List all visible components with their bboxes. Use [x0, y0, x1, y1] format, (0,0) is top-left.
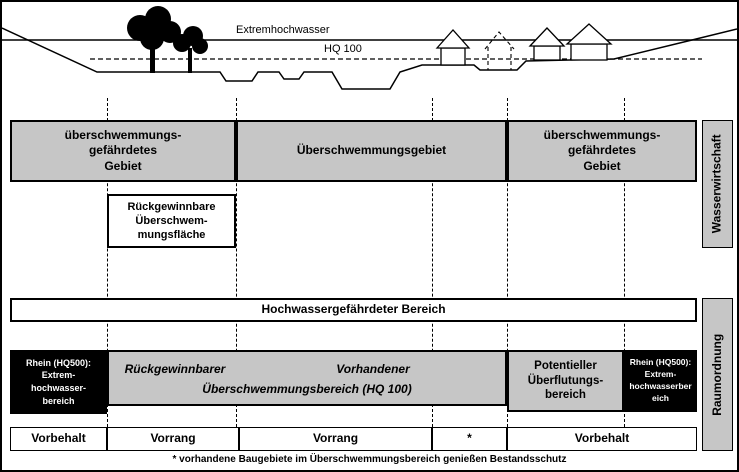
reclaimable-flood-area-box: Rückgewinnbare Überschwem- mungsfläche: [107, 194, 236, 248]
reclaimable-zone-label: Rückgewinnbarer: [124, 362, 226, 377]
designation-cell: Vorbehalt: [507, 427, 697, 451]
designation-cell: Vorrang: [239, 427, 432, 451]
zone-boundary-line: [107, 98, 108, 427]
flood-hazard-area-box: Hochwassergefährdeter Bereich: [10, 298, 697, 322]
terrain-profile: [2, 27, 737, 90]
zone-boundary-line: [507, 98, 508, 427]
water-management-side-text: Wasserwirtschaft: [709, 134, 724, 234]
rhein-hq500-left-box: Rhein (HQ500): Extrem- hochwasser- berei…: [10, 350, 107, 414]
rhein-hq500-right-box: Rhein (HQ500): Extrem- hochwasserber eic…: [624, 350, 697, 412]
designation-cell-asterisk: *: [432, 427, 507, 451]
flood-area-box: Überschwemmungsgebiet: [236, 120, 507, 182]
flood-prone-area-left-box: überschwemmungs- gefährdetes Gebiet: [10, 120, 236, 182]
flood-zone-hq100-box: Rückgewinnbarer Vorhandener Überschwemmu…: [107, 350, 507, 406]
water-management-side-label: Wasserwirtschaft: [702, 120, 733, 248]
zone-boundary-line: [624, 98, 625, 427]
hq100-label: HQ 100: [324, 43, 362, 55]
flood-zone-hq100-label: Überschwemmungsbereich (HQ 100): [202, 381, 412, 396]
house-icon: [565, 23, 613, 61]
spatial-planning-side-label: Raumordnung: [702, 298, 733, 451]
zone-boundary-line: [432, 98, 433, 427]
footnote: * vorhandene Baugebiete im Überschwemmun…: [172, 454, 567, 465]
designation-cell: Vorbehalt: [10, 427, 107, 451]
house-icon: [528, 27, 566, 61]
flood-prone-area-right-box: überschwemmungs- gefährdetes Gebiet: [507, 120, 697, 182]
dashed-house-icon: [484, 31, 515, 70]
existing-zone-label: Vorhandener: [336, 362, 410, 377]
designation-cell: Vorrang: [107, 427, 239, 451]
zone-boundary-line: [236, 98, 237, 427]
tree-icon: [173, 26, 208, 73]
house-icon: [435, 29, 471, 66]
potential-flooding-zone-box: Potentieller Überflutungs- bereich: [507, 350, 624, 412]
tree-icon: [127, 6, 181, 73]
terrain-cross-section: [2, 6, 737, 90]
spatial-planning-side-text: Raumordnung: [709, 333, 724, 416]
extreme-flood-label: Extremhochwasser: [236, 24, 330, 36]
